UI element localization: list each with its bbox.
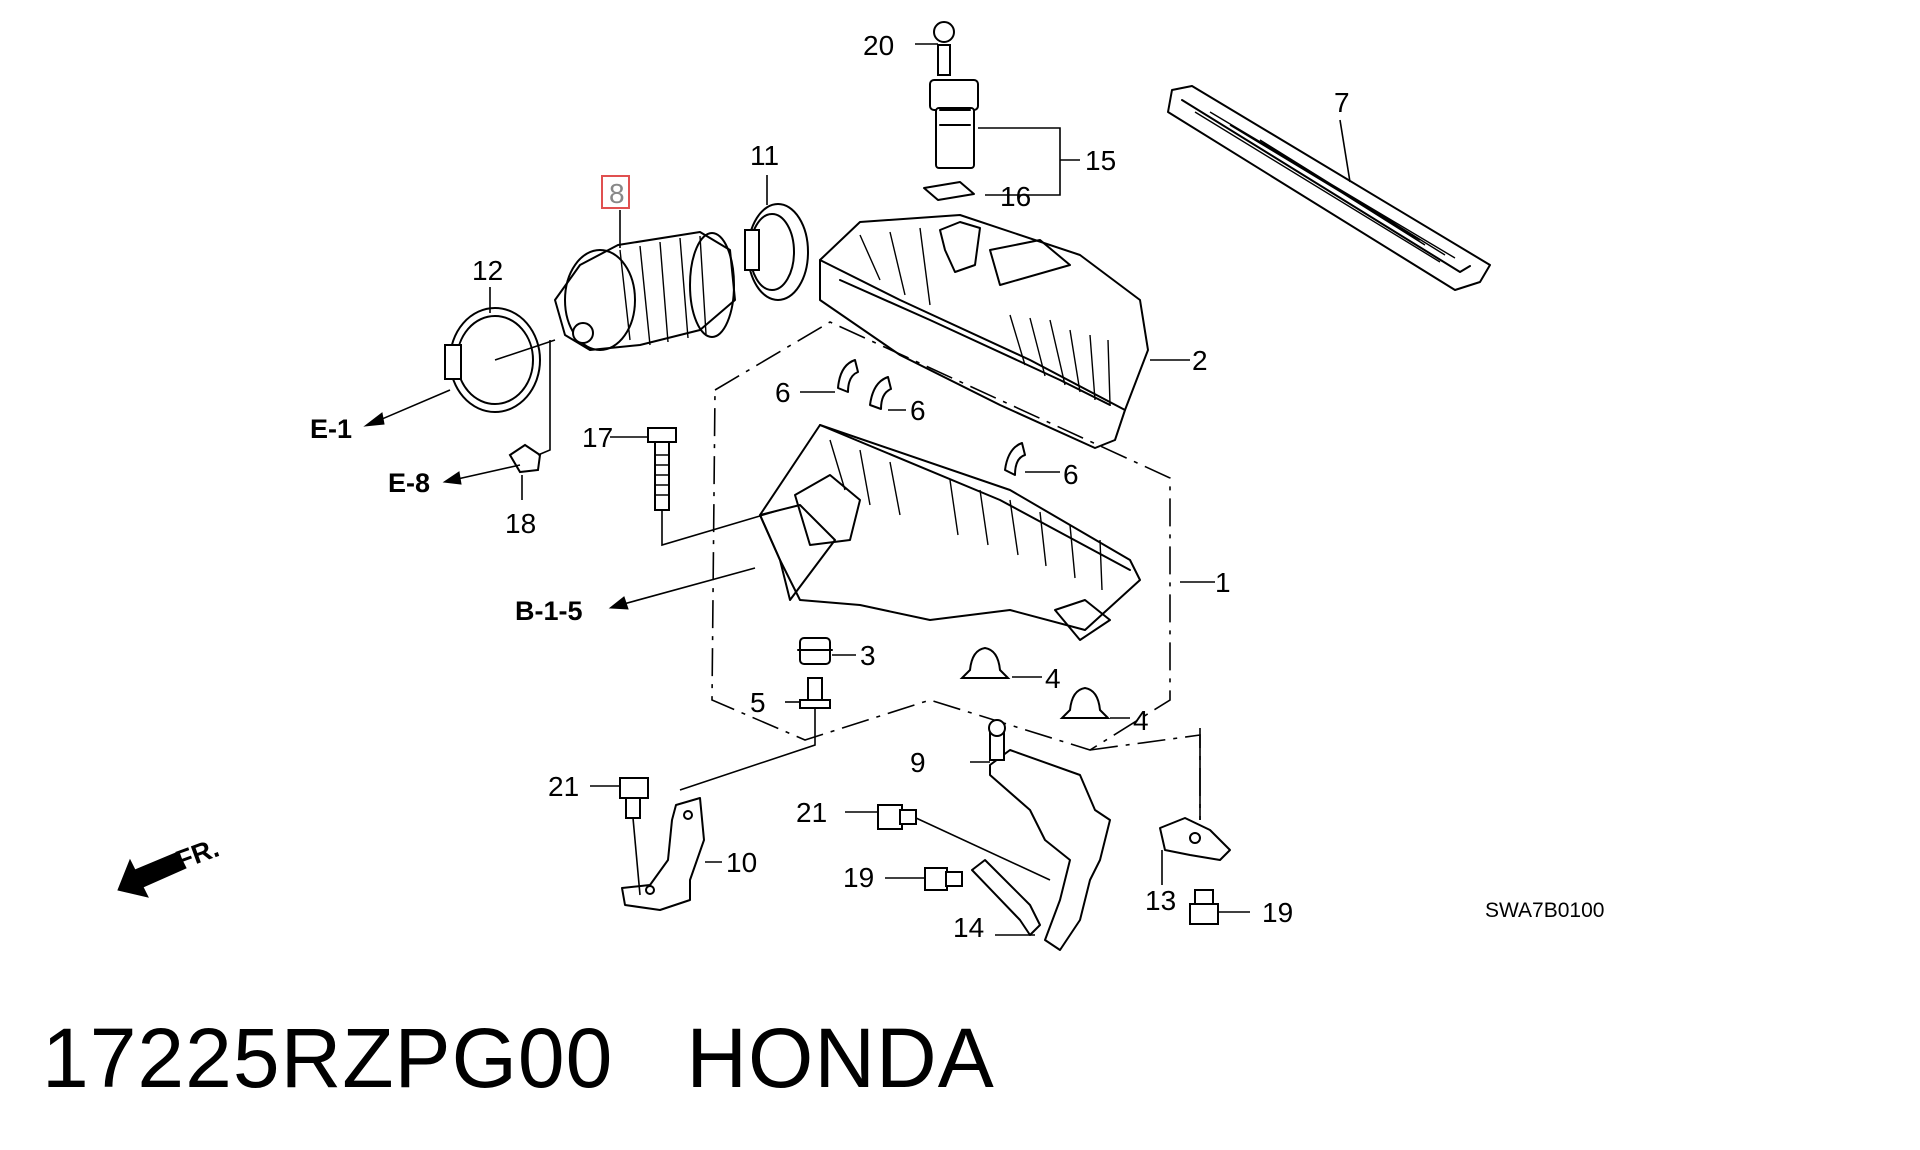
bracket-10 [621, 797, 722, 911]
callout-6c: 6 [1063, 459, 1079, 490]
ref-e1: E-1 [310, 414, 352, 444]
callout-18: 18 [505, 508, 536, 539]
callout-8-highlighted: 8 [609, 178, 625, 209]
intake-tube [554, 210, 736, 351]
callout-11: 11 [750, 140, 779, 171]
callout-4b: 4 [1133, 705, 1149, 736]
bracket-9 [970, 719, 1111, 951]
clip-18 [508, 340, 551, 500]
callout-6a: 6 [775, 377, 791, 408]
bracket-13 [1159, 728, 1231, 885]
callout-21a: 21 [548, 771, 579, 802]
reference-arrows [363, 389, 756, 610]
lower-housing [759, 424, 1215, 641]
bolt-17 [610, 427, 781, 547]
callout-19a: 19 [843, 862, 874, 893]
highlight-box [601, 175, 630, 209]
airflow-sensor [915, 21, 1080, 201]
callout-3: 3 [860, 640, 876, 671]
mount-grommets [679, 637, 1130, 791]
callout-1: 1 [1215, 567, 1231, 598]
callout-19b: 19 [1262, 897, 1293, 928]
callout-16: 16 [1000, 181, 1031, 212]
callout-10: 10 [726, 847, 757, 878]
callout-7: 7 [1334, 87, 1350, 118]
air-filter-element [1167, 85, 1491, 291]
ref-front: FR. [172, 833, 223, 876]
callout-15: 15 [1085, 145, 1116, 176]
bolts-19 [885, 867, 1250, 925]
callout-12: 12 [472, 255, 503, 286]
reference-labels: E-1 E-8 B-1-5 FR. [172, 414, 583, 876]
bracket-outline [1089, 734, 1201, 820]
ref-b15: B-1-5 [515, 596, 583, 626]
callout-20: 20 [863, 30, 894, 61]
callout-13: 13 [1145, 885, 1176, 916]
upper-housing [819, 214, 1190, 449]
part-caption: 17225RZPG00 HONDA [42, 1011, 995, 1105]
callout-numbers: 1 2 3 4 4 5 6 6 6 7 8 9 10 11 12 13 14 1… [472, 30, 1350, 943]
ref-e8: E-8 [388, 468, 430, 498]
hose-band-12 [444, 287, 556, 413]
callout-2: 2 [1192, 345, 1208, 376]
strap-14 [971, 859, 1041, 936]
callout-4a: 4 [1045, 663, 1061, 694]
callout-17: 17 [582, 422, 613, 453]
hose-band-11 [744, 175, 809, 301]
clips-6 [800, 359, 1060, 476]
callout-14: 14 [953, 912, 984, 943]
callout-21b: 21 [796, 797, 827, 828]
bolts-21 [590, 777, 1051, 896]
callout-5: 5 [750, 687, 766, 718]
front-arrow-icon [117, 851, 187, 898]
callout-9: 9 [910, 747, 926, 778]
callout-6b: 6 [910, 395, 926, 426]
diagram-code: SWA7B0100 [1485, 899, 1604, 922]
